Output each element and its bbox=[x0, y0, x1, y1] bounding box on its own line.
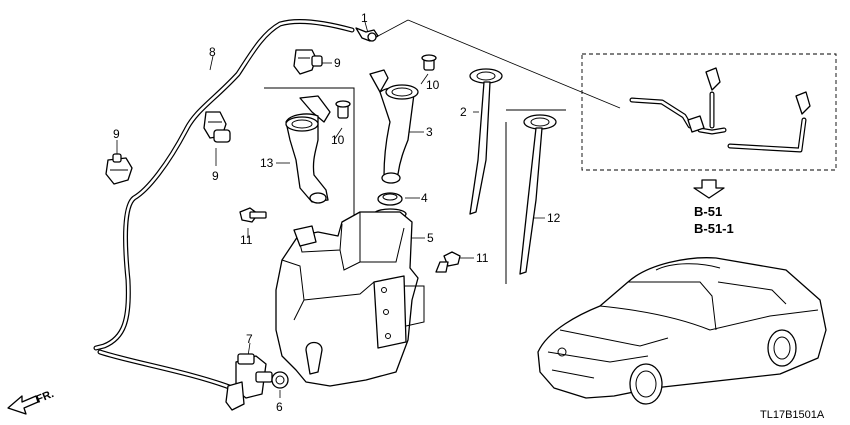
label-2: 2 bbox=[460, 105, 467, 119]
pump-grommet bbox=[271, 371, 289, 389]
grommet-upper bbox=[421, 54, 437, 71]
label-9-middle: 9 bbox=[212, 169, 219, 183]
label-13: 13 bbox=[260, 156, 274, 170]
label-6: 6 bbox=[276, 400, 283, 414]
flange-bolt-right bbox=[435, 251, 461, 273]
hose-clip-upper bbox=[293, 49, 323, 75]
label-3: 3 bbox=[426, 125, 433, 139]
hose-joint bbox=[355, 27, 379, 42]
label-9-upper: 9 bbox=[334, 56, 341, 70]
filler-seal bbox=[377, 192, 403, 206]
reference-labels: B-51 B-51-1 bbox=[694, 204, 734, 236]
vehicle-silhouette bbox=[537, 257, 827, 405]
label-5: 5 bbox=[427, 231, 434, 245]
label-4: 4 bbox=[421, 191, 428, 205]
hose-clip-left bbox=[105, 153, 133, 185]
level-gauge bbox=[469, 68, 503, 215]
reference-b51: B-51 bbox=[694, 204, 722, 219]
washer-reservoir bbox=[275, 208, 425, 387]
level-gauge-long bbox=[505, 109, 566, 284]
part-labels: 1 2 3 4 5 6 7 8 9 9 9 10 10 11 11 12 13 bbox=[113, 11, 561, 414]
label-10-upper: 10 bbox=[426, 78, 440, 92]
flange-bolt-left bbox=[239, 207, 267, 223]
label-11-left: 11 bbox=[240, 233, 253, 247]
hose-clip-middle bbox=[203, 111, 231, 143]
label-7: 7 bbox=[246, 332, 253, 346]
filler-neck-bracket-group bbox=[264, 87, 355, 222]
reference-arrow bbox=[693, 179, 725, 199]
label-12: 12 bbox=[547, 211, 561, 225]
label-8: 8 bbox=[209, 45, 216, 59]
washer-motor bbox=[225, 353, 273, 411]
leader-lines bbox=[116, 19, 621, 398]
label-10-lower: 10 bbox=[331, 133, 345, 147]
front-direction-label: FR. bbox=[35, 388, 56, 406]
washer-hose bbox=[93, 19, 355, 391]
drawing-code: TL17B1501A bbox=[760, 409, 825, 421]
front-direction-arrow bbox=[7, 395, 39, 415]
label-1: 1 bbox=[361, 11, 368, 25]
label-11-right: 11 bbox=[476, 251, 489, 265]
label-9-left: 9 bbox=[113, 127, 120, 141]
grommet-lower bbox=[335, 100, 351, 119]
nozzle-group bbox=[581, 53, 837, 171]
filler-neck bbox=[369, 69, 419, 184]
reference-b51-1: B-51-1 bbox=[694, 221, 734, 236]
